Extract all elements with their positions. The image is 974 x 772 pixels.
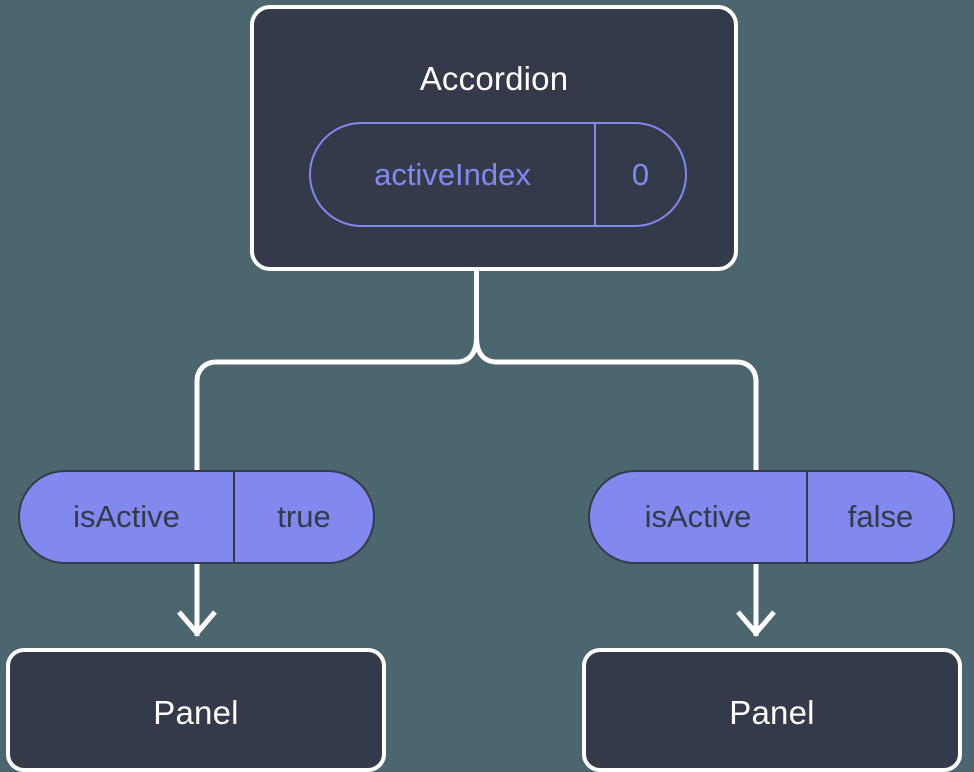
state-pill-value: 0 (631, 156, 650, 192)
node-accordion-title: Accordion (419, 60, 569, 97)
prop-pill-isactive-false[interactable]: isActive false (588, 470, 955, 564)
node-panel-right-title: Panel (729, 694, 815, 731)
arrowhead-left-icon (177, 610, 217, 637)
node-panel-right[interactable]: Panel (582, 648, 962, 772)
prop-pill-value: false (847, 499, 914, 534)
state-pill-activeindex[interactable]: activeIndex 0 (309, 122, 687, 227)
node-panel-left-title: Panel (153, 694, 239, 731)
state-pill-key: activeIndex (311, 124, 596, 225)
prop-pill-isactive-true[interactable]: isActive true (18, 470, 375, 564)
node-accordion[interactable]: Accordion activeIndex 0 (250, 5, 738, 271)
node-panel-left[interactable]: Panel (6, 648, 386, 772)
prop-pill-key: isActive (590, 472, 808, 562)
connector-branch-left (194, 337, 479, 470)
connector-branch-right (474, 337, 759, 470)
prop-pill-key: isActive (20, 472, 235, 562)
arrowhead-right-icon (736, 610, 776, 637)
prop-pill-value: true (277, 499, 331, 534)
